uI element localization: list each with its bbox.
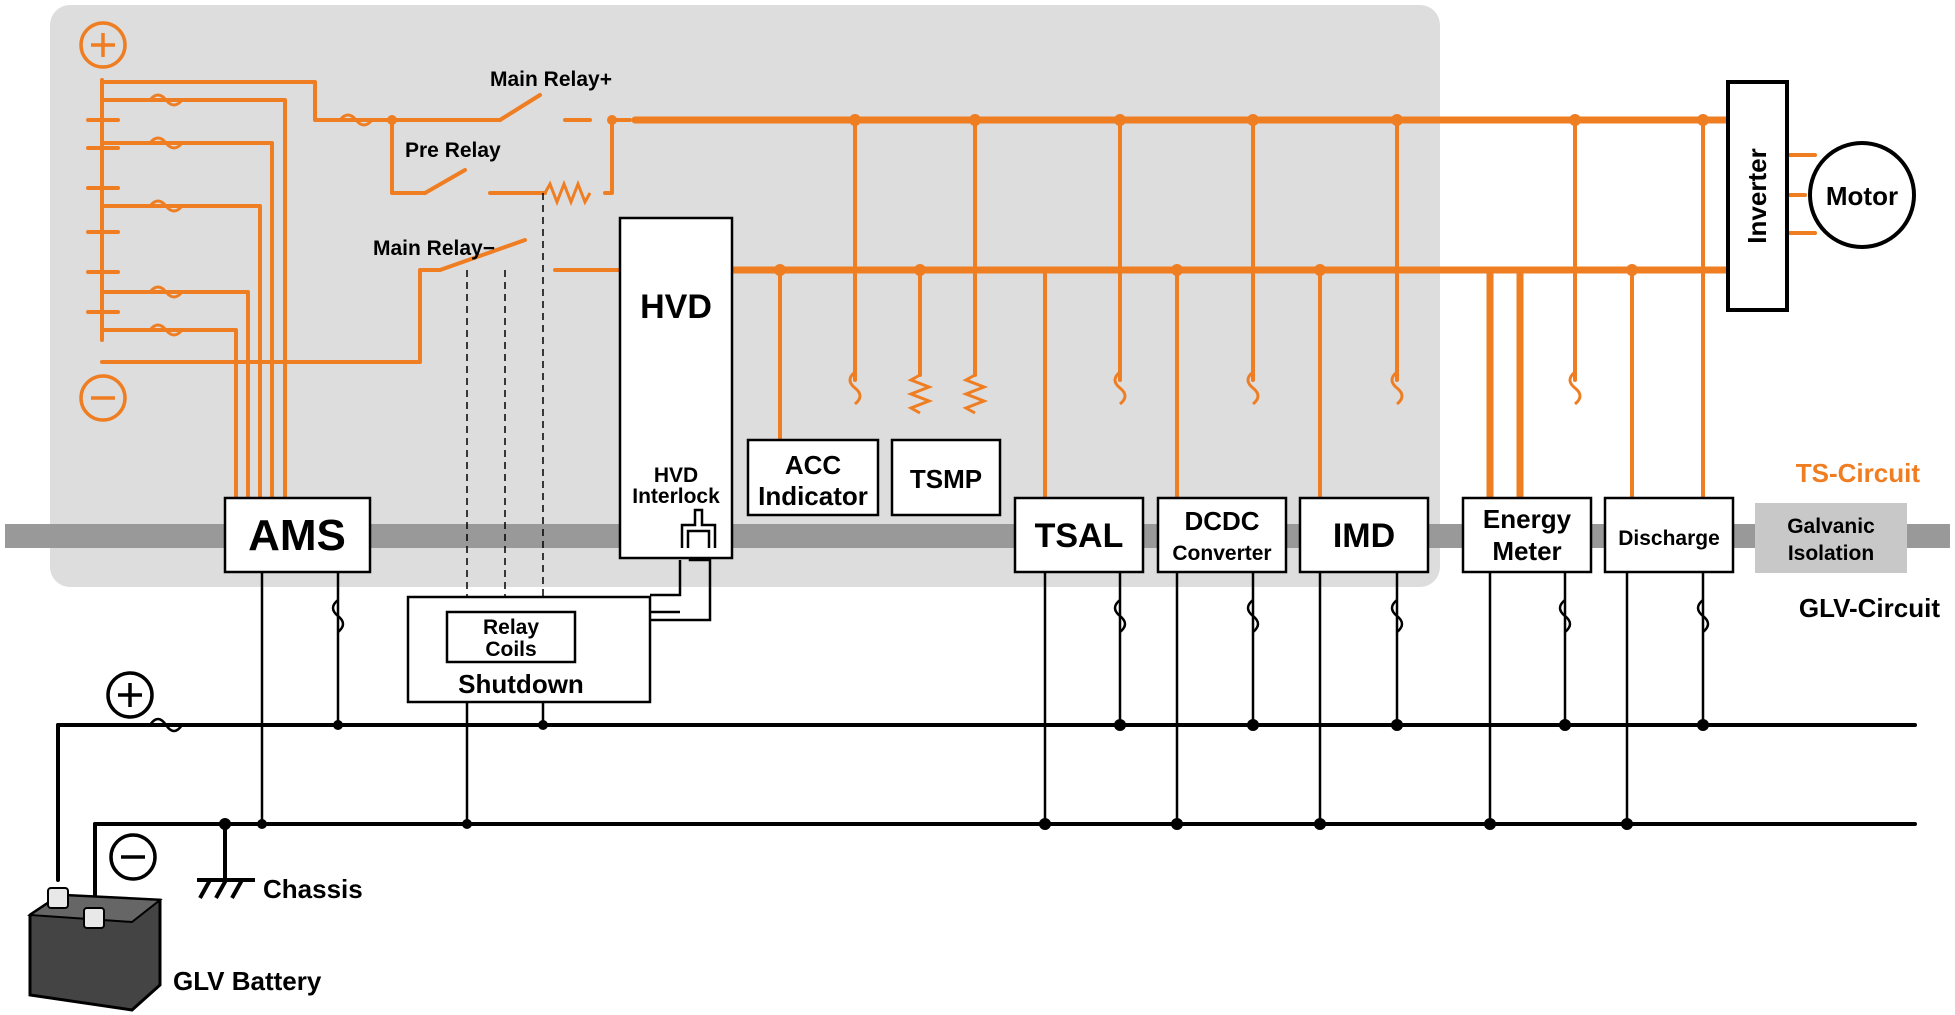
energy-meter-label-line1: Energy (1483, 504, 1572, 534)
ts-busbars (631, 116, 1732, 502)
tsmp-label: TSMP (910, 464, 982, 494)
inverter-label: Inverter (1742, 148, 1772, 243)
discharge-box (1603, 496, 1735, 574)
ams-box (223, 496, 372, 574)
glv-plus-icon (106, 671, 154, 719)
relay-coils-label-line2: Coils (485, 638, 536, 661)
main-relay-plus-label: Main Relay+ (490, 68, 612, 91)
imd-label: IMD (1333, 517, 1395, 555)
tsmp-box (890, 438, 1002, 517)
ts-junctions (387, 114, 1709, 276)
hvd-interlock-label-line1: HVD (654, 464, 698, 487)
ts-panel-background (50, 5, 1440, 587)
inverter-box (1726, 80, 1789, 312)
hvd-interlock-label-line2: Interlock (632, 485, 720, 508)
glv-fuses (148, 599, 1710, 733)
relay-switches (423, 93, 542, 272)
ts-minus-icon (79, 374, 127, 422)
energy-meter-label-line2: Meter (1492, 536, 1561, 566)
ts-plus-icon (79, 21, 127, 69)
dcdc-label-line1: DCDC (1184, 506, 1259, 536)
galvanic-isolation-label-line1: Galvanic (1787, 515, 1875, 538)
acc-indicator-label-line1: ACC (785, 450, 842, 480)
glv-wiring (56, 723, 1917, 912)
shutdown-label: Shutdown (458, 669, 584, 699)
glv-minus-icon (109, 833, 157, 881)
ts-wiring (86, 78, 1817, 500)
acc-indicator-box (746, 438, 880, 517)
relay-coils-label-line1: Relay (483, 616, 539, 639)
motor-circle (1808, 141, 1916, 249)
battery-icon (27, 887, 163, 1012)
dcdc-box (1156, 496, 1288, 574)
relay-coils-box (445, 610, 577, 664)
chassis-label: Chassis (263, 874, 363, 904)
glv-battery-label: GLV Battery (173, 966, 322, 996)
glv-junctions (219, 719, 1709, 830)
galvanic-isolation-label-line2: Isolation (1788, 542, 1874, 565)
ground-icon (197, 878, 255, 899)
imd-box (1298, 496, 1430, 574)
hvd-interlock-connector (680, 508, 717, 548)
main-relay-minus-label: Main Relay− (373, 237, 495, 260)
galvanic-isolation-box (1755, 503, 1907, 573)
tsal-label: TSAL (1035, 517, 1124, 555)
glv-drops (260, 538, 1705, 824)
motor-label: Motor (1826, 181, 1898, 211)
hvd-box (618, 216, 734, 560)
acc-indicator-label-line2: Indicator (758, 481, 868, 511)
glv-circuit-label: GLV-Circuit (1799, 593, 1940, 623)
ts-resistors (543, 179, 989, 415)
ts-circuit-label: TS-Circuit (1796, 458, 1921, 488)
discharge-label: Discharge (1618, 527, 1720, 550)
energy-meter-box (1461, 496, 1593, 574)
hvd-label: HVD (640, 288, 712, 326)
tsal-box (1013, 496, 1145, 574)
pre-relay-label: Pre Relay (405, 139, 501, 162)
ams-label: AMS (248, 511, 346, 560)
ts-fuses (148, 93, 1582, 406)
dcdc-label-line2: Converter (1172, 542, 1271, 565)
